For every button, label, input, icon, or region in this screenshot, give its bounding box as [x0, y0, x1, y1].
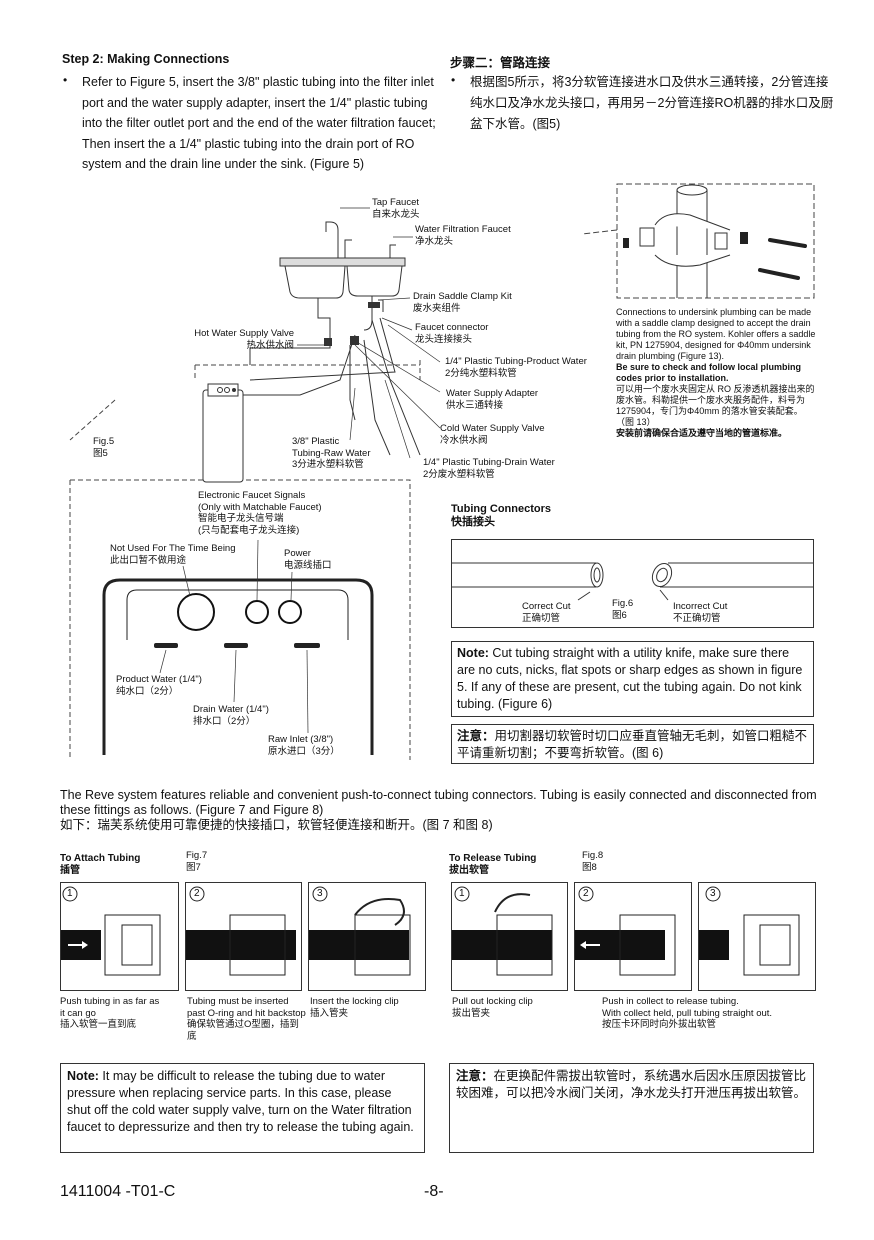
cut-note-cn: 注意：用切割器切软管时切口应垂直管轴无毛刺，如管口粗糙不平请重新切割；不要弯折软…: [451, 724, 814, 764]
bullet-cn: •: [451, 73, 456, 87]
fig8-caption-2: Push in collect to release tubing.With c…: [602, 996, 773, 1030]
release-note-en: Note: It may be difficult to release the…: [60, 1063, 425, 1153]
fig8-num-1: 1: [459, 888, 465, 899]
release-note-cn: 注意：在更换配件需拔出软管时，系统遇水后因水压原因拔管比较困难，可以把冷水阀门关…: [449, 1063, 814, 1153]
page-number: -8-: [424, 1183, 444, 1200]
fig7-panel-3: [308, 882, 426, 991]
note-label: Note:: [457, 646, 489, 660]
fig7-caption-2: Tubing must be inserted past O-ring and …: [187, 996, 306, 1042]
saddle-note: Connections to undersink plumbing can be…: [616, 307, 816, 438]
bullet-en: •: [63, 73, 68, 87]
label-product-port: Product Water (1/4")纯水口（2分）: [116, 674, 202, 697]
fig7-panel-1: [60, 882, 179, 991]
label-signals: Electronic Faucet Signals(Only with Matc…: [198, 490, 322, 536]
fig7-num-2: 2: [194, 888, 200, 899]
footer-code: 1411004 -T01-C: [60, 1183, 176, 1200]
fig7-panel-2: [185, 882, 302, 991]
fig8-num-3: 3: [710, 888, 716, 899]
step-title-cn: 步骤二：管路连接: [450, 56, 551, 70]
fig8-panel-3: [698, 882, 816, 991]
fig8-panel-2: [574, 882, 692, 991]
reve-paragraph: The Reve system features reliable and co…: [60, 788, 817, 832]
label-raw-port: Raw Inlet (3/8")原水进口（3分）: [268, 734, 340, 757]
intro-cn: 根据图5所示，将3分软管连接进水口及供水三通转接，2分管连接纯水口及净水龙头接口…: [470, 75, 834, 131]
fig6-box: [451, 539, 814, 628]
step-title-en: Step 2: Making Connections: [62, 52, 230, 66]
fig7-num-3: 3: [317, 888, 323, 899]
fig8-num-2: 2: [583, 888, 589, 899]
fig8-panel-1: [451, 882, 568, 991]
cut-note-en: Note: Cut tubing straight with a utility…: [451, 641, 814, 717]
fig7-num-1: 1: [67, 888, 73, 899]
intro-en: Refer to Figure 5, insert the 3/8" plast…: [82, 75, 436, 171]
label-drain-port: Drain Water (1/4")排水口（2分）: [193, 704, 269, 727]
